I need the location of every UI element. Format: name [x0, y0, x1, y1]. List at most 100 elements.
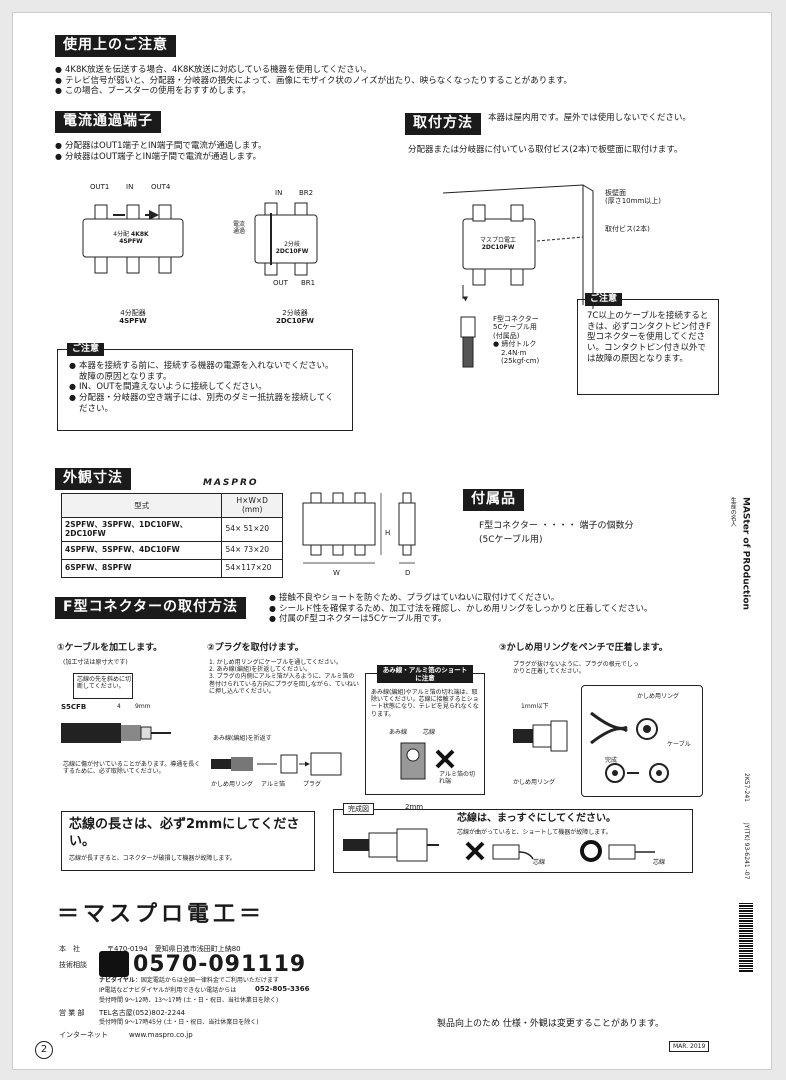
mounting-header: 取付方法: [405, 113, 481, 135]
note-item: 接触不良やショートを防ぐため、プラグはていねいに取付けてください。: [269, 593, 729, 604]
step1-title: ①ケーブルを加工します。: [57, 643, 163, 653]
cable-label: S5CFB: [61, 703, 87, 711]
accessories-line1: F型コネクター ・・・・ 端子の個数分: [479, 521, 634, 531]
spec-change-notice: 製品向上のため 仕様・外観は変更することがあります。: [437, 1019, 664, 1029]
warn-label-braid: あみ線: [389, 729, 408, 736]
step2-label-ring: かしめ用リング: [211, 781, 254, 788]
dimension-drawing: [302, 492, 416, 564]
caution-box-current: [57, 349, 353, 431]
accessories-header: 付属品: [463, 489, 524, 511]
step2-label-foil: アルミ箔: [261, 781, 285, 788]
page-number: 2: [35, 1041, 53, 1059]
table-header: H×W×D (mm): [221, 493, 283, 518]
maspro-logo: ＝マスプロ電工＝: [57, 902, 266, 927]
bad-core-label: 芯線: [533, 859, 546, 866]
caution-item: テレビ信号が弱いと、分配器・分岐器の損失によって、画像にモザイク状のノイズが出た…: [55, 76, 735, 87]
label-out1: OUT1: [90, 183, 110, 191]
office-phone: TEL名古屋(052)802-2244: [99, 1009, 186, 1017]
done-dim: 2mm: [405, 803, 424, 811]
done-tag: 完成図: [343, 803, 374, 816]
step3-title: ③かしめ用リングをペンチで圧着します。: [499, 643, 668, 653]
label-out4: OUT4: [151, 183, 171, 191]
manual-page: 使用上のご注意 4K8K放送を伝送する場合、4K8K放送に対応している機器を使用…: [12, 12, 772, 1070]
ip-phone: 052-805-3366: [255, 985, 310, 993]
step2-label-braid: あみ線(編組)を折返す: [213, 735, 272, 742]
wire-length-title: 芯線の長さは、必ず2mmにしてください。: [69, 817, 300, 849]
dim-h: H: [385, 529, 391, 537]
caution-mounting-text: 7C以上のケーブルを接続するときは、必ずコンタクトピン付きF型コネクターを使用し…: [587, 311, 711, 364]
screw-label: 取付ビス(2本): [605, 225, 650, 233]
done-box: [333, 809, 693, 873]
step1-sub: (加工寸法は原寸大です): [63, 659, 128, 666]
net-label: インターネット: [59, 1031, 108, 1039]
table-header: 型式: [60, 493, 223, 518]
current-item: 分配器はOUT1端子とIN端子間で電流が通過します。: [55, 141, 375, 152]
net-url[interactable]: www.maspro.co.jp: [129, 1031, 193, 1039]
dimensions-header: 外観寸法: [55, 468, 131, 490]
good-core-label: 芯線: [653, 859, 666, 866]
accessories-line2: (5Cケーブル用): [479, 535, 543, 545]
f-connector-notes: 接触不良やショートを防ぐため、プラグはていねいに取付けてください。 シールド性を…: [269, 593, 729, 625]
caution-box-mounting: [577, 299, 719, 395]
short-warning-icon: [400, 742, 455, 780]
short-warning-tag: あみ線・アルミ箔のショートに注意: [377, 665, 473, 684]
caution-item: IN、OUTを間違えないように接続してください。: [69, 382, 339, 393]
dim-w: W: [333, 569, 340, 577]
side-brand-sub: 生産の名人: [729, 497, 737, 527]
dim-4: 4: [117, 703, 121, 710]
note-item: 付属のF型コネクターは5Cケーブル用です。: [269, 614, 729, 625]
maspro-brand-mark: MASPRO: [203, 478, 259, 488]
label-br2: BR2: [299, 189, 314, 197]
note-item: シールド性を確保するため、加工寸法を確認し、かしめ用リングをしっかりと圧着してく…: [269, 604, 729, 615]
step1-note1: 芯線の先を斜めに切断してください。: [77, 676, 132, 691]
done-note: 芯線が曲がっていると、ショートして機器が故障します。: [457, 829, 612, 836]
warn-label-scrap: アルミ箔の切れ端: [439, 771, 475, 786]
current-terminal-header: 電流通過端子: [55, 111, 161, 133]
hq-label: 本 社: [59, 945, 80, 953]
office-hours: 受付時間 9～17時45分 (土・日・祝日、当社休業日を除く): [99, 1019, 259, 1026]
step1-note-box: [73, 673, 133, 699]
mounting-intro: 本器は屋内用です。屋外では使用しないでください。: [488, 113, 691, 123]
step2-steps: 1. かしめ用リングにケーブルを通してください。 2. あみ線(編組)を折返して…: [209, 659, 359, 695]
short-warning-text: あみ線(編組)やアルミ箔の切れ端は、取除いてください。芯線に接触するとショート状…: [371, 689, 479, 718]
crimp-detail-box: [581, 685, 703, 797]
connector-info: F型コネクター 5Cケーブル用 (付属品) ● 締付トルク 2.4N·m (25…: [493, 315, 540, 365]
step2-label-plug: プラグ: [303, 781, 322, 788]
f-connector-header: F型コネクターの取付方法: [55, 597, 247, 619]
cable-cut-diagram: [61, 723, 171, 743]
plug-assembly-diagram: [211, 752, 342, 776]
f-connector-icon: [460, 316, 476, 368]
side-code-2: JY(TK) 93-6241 -07: [743, 823, 751, 880]
step3-label-ring: かしめ用リング: [637, 693, 680, 700]
caution-tag-2: ご注意: [585, 293, 623, 307]
dim-9mm: 9mm: [135, 703, 151, 710]
side-code-1: 2K57-241: [743, 773, 751, 803]
mounting-desc: 分配器または分岐器に付いている取付ビス(2本)で板壁面に取付けます。: [408, 145, 683, 155]
label-out-2: OUT: [273, 279, 288, 287]
current-item: 分岐器はOUT端子とIN端子間で電流が通過します。: [55, 152, 375, 163]
label-in: IN: [126, 183, 134, 191]
caution-item: 本器を接続する前に、接続する機器の電源を入れないでください。故障の原因となります…: [69, 361, 339, 382]
caution-list-current: 本器を接続する前に、接続する機器の電源を入れないでください。故障の原因となります…: [69, 361, 339, 414]
tech-label: 技術相談: [59, 961, 87, 969]
wall-label: 板壁面(厚さ10mm以上): [605, 189, 662, 206]
navi-dial-icon: [99, 951, 129, 977]
bent-core-bad-icon: [465, 841, 534, 861]
office-label: 営 業 部: [59, 1009, 85, 1017]
crimp-side-diagram: [513, 720, 568, 752]
label-in-2: IN: [275, 189, 283, 197]
usage-caution-header: 使用上のご注意: [55, 35, 176, 57]
step2-title: ②プラグを取付けます。: [207, 643, 304, 653]
step3-label-ring-2: かしめ用リング: [513, 779, 556, 786]
straight-core-good-icon: [580, 840, 655, 862]
crimp-pliers-diagram: [590, 711, 669, 783]
navi-note: ナビダイヤル：固定電話からは全国一律料金でご利用いただけます: [99, 977, 279, 984]
